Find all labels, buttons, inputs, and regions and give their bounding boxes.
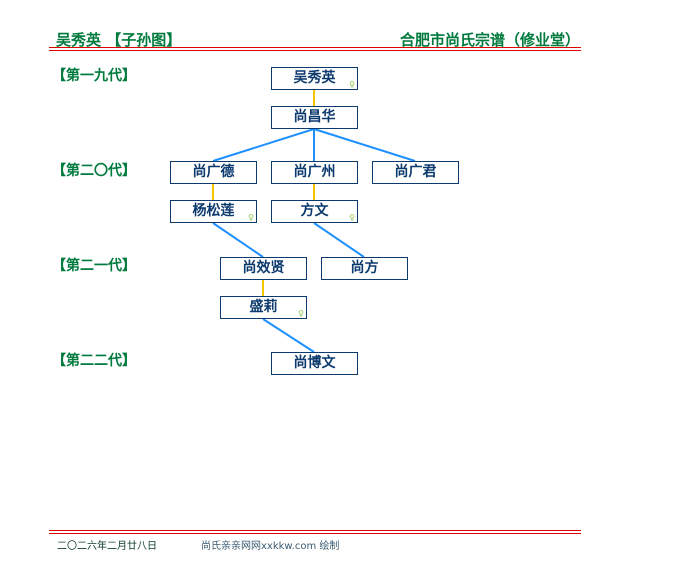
person-box[interactable]: 尚昌华	[271, 106, 358, 129]
person-name: 尚昌华	[293, 109, 336, 125]
female-icon: ♀	[349, 213, 355, 222]
page-title: 吴秀英 【子孙图】	[56, 31, 182, 49]
child-line	[313, 222, 365, 258]
female-icon: ♀	[298, 309, 304, 318]
person-name: 尚广德	[192, 164, 235, 180]
child-line	[262, 318, 315, 353]
person-box[interactable]: 尚广君	[372, 161, 459, 184]
person-name: 尚博文	[293, 355, 336, 371]
person-box[interactable]: 尚效贤	[220, 257, 307, 280]
person-name: 吴秀英	[293, 70, 336, 86]
female-icon: ♀	[248, 213, 254, 222]
child-line	[212, 128, 315, 162]
footer-date: 二〇二六年二月廿八日	[57, 541, 157, 552]
person-box[interactable]: 盛莉 ♀	[220, 296, 307, 319]
person-box[interactable]: 方文 ♀	[271, 200, 358, 223]
generation-label: 【第二一代】	[52, 258, 136, 274]
genealogy-title: 合肥市尚氏宗谱（修业堂）	[399, 31, 580, 49]
person-name: 尚方	[350, 260, 379, 276]
footer-credit[interactable]: 尚氏亲亲网网xxkkw.com 绘制	[201, 541, 340, 552]
child-line	[313, 128, 416, 162]
header-rule	[49, 50, 581, 51]
child-line	[212, 222, 264, 258]
person-box[interactable]: 尚广德	[170, 161, 257, 184]
person-name: 盛莉	[249, 299, 278, 315]
generation-label: 【第二二代】	[52, 353, 136, 369]
person-name: 尚广州	[293, 164, 336, 180]
generation-label: 【第二〇代】	[52, 163, 136, 179]
person-name: 尚效贤	[242, 260, 285, 276]
person-name: 尚广君	[394, 164, 437, 180]
person-box[interactable]: 吴秀英 ♀	[271, 67, 358, 90]
person-box[interactable]: 尚博文	[271, 352, 358, 375]
footer-rule	[49, 530, 581, 531]
person-box[interactable]: 尚广州	[271, 161, 358, 184]
person-name: 方文	[300, 203, 329, 219]
person-box[interactable]: 尚方	[321, 257, 408, 280]
footer-rule	[49, 533, 581, 534]
generation-label: 【第一九代】	[52, 68, 136, 84]
header-rule	[49, 47, 581, 48]
person-box[interactable]: 杨松莲 ♀	[170, 200, 257, 223]
person-name: 杨松莲	[192, 203, 235, 219]
female-icon: ♀	[349, 80, 355, 89]
